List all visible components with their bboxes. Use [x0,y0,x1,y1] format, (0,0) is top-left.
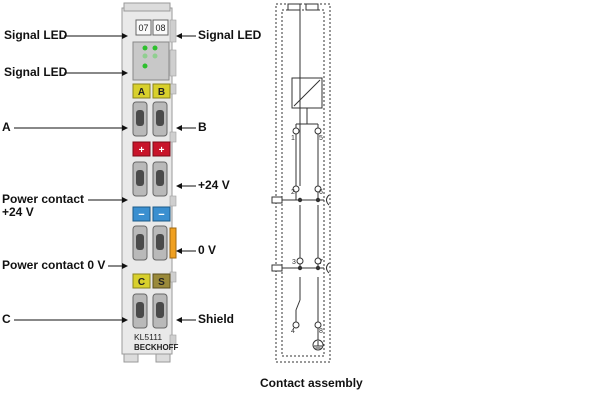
color-tab-b [152,83,171,99]
terminal-top-latch [123,2,171,12]
channel-number-07: 07 [138,23,148,33]
terminal-number: 1 [291,135,295,142]
terminal-number: 4 [291,328,295,335]
color-tab-minus-left-text: − [138,209,144,221]
color-tab-plus-left [132,141,151,157]
power-contact-0v [169,227,177,259]
spring-contact-row-2 [132,161,168,197]
leader-lines [14,35,196,321]
model-number: KL5111 [134,332,162,342]
channel-box-07 [135,19,152,36]
label-signal-led-second: Signal LED [4,65,68,79]
spring-contact-row-4 [132,293,168,329]
color-tab-a [132,83,151,99]
brand-name: BECKHOFF [134,343,179,352]
signal-led [152,45,158,51]
schematic-minor-wires [295,192,319,268]
schematic-outline [275,3,331,363]
converter-diagonal [293,79,321,107]
terminal-point-group [292,127,322,329]
signal-led [142,53,148,59]
signal-led-group [142,45,158,69]
color-tab-plus-right-text: + [159,145,165,156]
label-a: A [2,120,11,134]
spring-contact-row-3 [132,225,168,261]
label-signal-led-top-right: Signal LED [198,28,262,42]
terminal-number: 7 [319,259,323,266]
color-tab-minus-left [132,206,151,222]
leader-arrowheads [122,33,182,323]
schematic-caption: Contact assembly [260,376,363,390]
signal-led [142,63,148,69]
label-b: B [198,120,207,134]
channel-box-08 [152,19,169,36]
label-power-contact-24v: Power contact +24 V [2,192,85,219]
color-tab-b-text: B [158,87,165,98]
label-signal-led-top-left: Signal LED [4,28,68,42]
label-power-contact-0v: Power contact 0 V [2,258,106,272]
schematic-wires [295,10,319,340]
terminal-number: 2 [291,189,295,196]
spring-contact-row-1 [132,101,168,137]
color-tab-plus-left-text: + [139,145,145,156]
led-window [132,41,170,81]
housing-ridges [169,19,177,346]
color-tab-a-text: A [138,87,145,98]
shield-ground-icon [312,339,324,351]
terminal-foot-right [155,353,171,363]
color-tab-plus-right [152,141,171,157]
label-0v: 0 V [198,243,217,257]
color-tab-c-text: C [138,277,145,288]
terminal-foot-left [123,353,139,363]
label-shield: Shield [198,312,235,326]
color-tab-s-text: S [158,277,165,288]
terminal-number: 8 [319,328,323,335]
terminal-number: 3 [292,259,296,266]
terminal-number: 5 [319,135,323,142]
terminal-number: 6 [319,189,323,196]
schematic-notches [287,3,319,11]
color-tab-minus-right [152,206,171,222]
channel-number-08: 08 [155,23,165,33]
color-tab-c [132,273,151,289]
power-contact-terminals [271,194,330,274]
signal-led [142,45,148,51]
terminal-number-labels: 1 5 2 6 3 7 4 8 [291,135,323,335]
label-plus-24v: +24 V [198,178,230,192]
color-tab-s [152,273,171,289]
signal-led [152,53,158,59]
label-c: C [2,312,11,326]
color-tab-minus-right-text: − [158,209,164,221]
